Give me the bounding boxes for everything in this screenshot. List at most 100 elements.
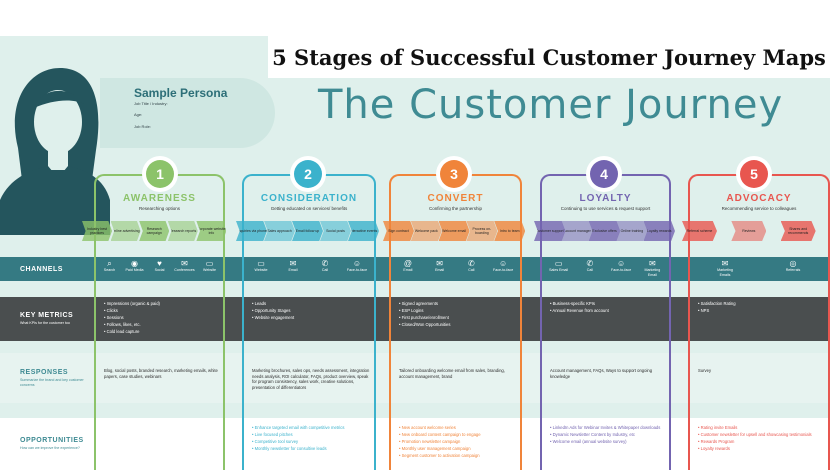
header-band [0, 0, 830, 36]
touchpoint-chevron: Exclusive offers [588, 221, 621, 241]
opportunity-item: • Monthly user management campaign [399, 446, 471, 451]
consideration-stage-title: CONSIDERATION [260, 193, 358, 204]
metric-item: • Closed/Won Opportunities [399, 322, 451, 327]
loyalty-stage-title: LOYALTY [579, 193, 632, 204]
channel-icon: ☺ [352, 259, 362, 268]
channel-icon: ✆ [586, 259, 594, 268]
channel-icon: ✉ [289, 259, 297, 268]
channel-item: ✉Marketing Emails [714, 259, 736, 278]
channel-icon: ◉ [131, 259, 138, 268]
channel-label: Email [403, 268, 413, 272]
touchpoint-chevron: Account manager [561, 221, 593, 241]
touchpoint-chevron: Loyalty rewards [643, 221, 675, 241]
channel-label: Conferences [174, 268, 195, 272]
channel-icon: ✆ [321, 259, 329, 268]
touchpoint-chevron: Interactive events [348, 221, 379, 241]
channel-icon: ✉ [436, 259, 443, 268]
channel-item: @Email [397, 259, 419, 273]
responses-row [0, 353, 830, 403]
touchpoint-chevron: Research campaign [139, 221, 170, 241]
channel-label: Sales Email [549, 268, 569, 272]
responses-title: RESPONSES [20, 369, 69, 376]
channel-item: ✉Email [429, 259, 451, 273]
opportunity-item: • New account welcome series [399, 425, 456, 430]
consideration-right-rule [374, 243, 376, 470]
channel-label: Marketing Emails [717, 268, 733, 277]
touchpoint-chevron: Process on-boarding [466, 221, 498, 241]
consideration-response-text: Marketing brochures, sales ops, needs as… [252, 368, 370, 390]
metric-item: • Annual Revenue from account [550, 308, 609, 313]
persona-job-title: Job Title / Industry: [134, 101, 168, 106]
metrics-subtitle: What KPIs for the customer too [20, 321, 70, 326]
touchpoint-chevron: Customer support [534, 221, 566, 241]
opportunity-item: • Customer newsletter for upsell and sho… [698, 432, 812, 437]
opportunity-item: • Live focused pitches [252, 432, 293, 437]
channel-icon: ◎ [789, 259, 797, 268]
channel-label: Referrals [785, 268, 801, 272]
channel-icon: ♥ [157, 259, 162, 268]
advocacy-metrics-list: • Satisfaction Rating • NPS [698, 300, 826, 314]
channel-label: Email [288, 268, 298, 272]
channel-item: ✉Marketing Email [641, 259, 663, 278]
convert-response-text: Tailored onboarding welcome email from s… [399, 368, 505, 379]
channel-label: Paid Media [125, 268, 144, 272]
channel-label: Call [468, 268, 475, 272]
awareness-metrics-list: • Impressions (organic & paid)• Clicks• … [104, 300, 221, 335]
metric-item: • Sessions [104, 315, 124, 320]
touchpoint-chevron: Online training [616, 221, 648, 241]
awareness-response-text: Blog, social posts, branded research, ma… [104, 368, 218, 379]
touchpoint-chevron: Enquiries via phone [236, 221, 267, 241]
channel-item: ◉Paid Media [124, 259, 146, 273]
loyalty-left-rule [540, 243, 542, 470]
consideration-metrics-list: • Leads• Opportunity Stages• Website eng… [252, 300, 372, 321]
opportunity-item: • Monthly newsletter for consultive lead… [252, 446, 327, 451]
channel-label: Website [203, 268, 216, 272]
persona-card [100, 78, 275, 148]
loyalty-stage-subtitle: Continuing to use services & request sup… [560, 206, 651, 211]
opportunities-subtitle: How can we improve the experience? [20, 446, 80, 451]
opportunity-item: • Rating invite Emails [698, 425, 738, 430]
loyalty-right-rule [669, 243, 671, 470]
journey-heading: The Customer Journey [318, 82, 784, 128]
convert-stage-number: 3 [440, 160, 468, 188]
advocacy-opportunities-list: • Rating invite Emails • Customer newslet… [698, 424, 826, 452]
channel-icon: ▭ [257, 259, 265, 268]
channel-icon: ☺ [617, 259, 626, 268]
persona-age: Age: [134, 112, 143, 117]
metric-item: • Business-specific KPIs [550, 301, 595, 306]
touchpoint-chevron: Sign contract [383, 221, 414, 241]
loyalty-opportunities-list: • LinkedIn Ads for Webinar Invites & Whi… [550, 424, 667, 445]
advocacy-stage-title: ADVOCACY [726, 193, 792, 204]
loyalty-metrics-list: • Business-specific KPIs • Annual Revenue… [550, 300, 667, 314]
channel-icon: @ [403, 259, 412, 268]
advocacy-left-rule [688, 243, 690, 470]
metrics-label: KEY METRICS What KPIs for the customer t… [0, 297, 94, 341]
channel-item: ✆Call [314, 259, 336, 273]
metric-item: • Satisfaction Rating [698, 301, 736, 306]
metric-item: • Clicks [104, 308, 118, 313]
channel-label: Search [103, 268, 116, 272]
channel-icon: ▭ [205, 259, 214, 268]
channel-item: ✉Conferences [174, 259, 196, 273]
convert-stage-title: CONVERT [427, 193, 484, 204]
channel-item: ✉Email [282, 259, 304, 273]
channels-label: CHANNELS [0, 257, 94, 281]
metric-item: • Opportunity Stages [252, 308, 291, 313]
touchpoint-chevron: Email follow up [292, 221, 323, 241]
channel-label: Face-to-face [493, 268, 514, 272]
metric-item: • NPS [698, 308, 710, 313]
metric-item: • Signed agreements [399, 301, 438, 306]
opportunity-item: • Segment customer to activation campaig… [399, 453, 480, 458]
channel-item: ◎Referrals [782, 259, 804, 273]
touchpoint-chevron: Shares and recommends [780, 221, 816, 241]
advocacy-stage-number: 5 [740, 160, 768, 188]
channel-label: Email [435, 268, 445, 272]
channel-label: Face-to-face [611, 268, 632, 272]
channel-label: Marketing Email [644, 268, 661, 277]
opportunities-label: OPPORTUNITIES How can we improve the exp… [0, 418, 94, 470]
channel-item: ✆Call [460, 259, 482, 273]
opportunity-item: • Enhance targeted email with competitiv… [252, 425, 345, 430]
page-title: 5 Stages of Successful Customer Journey … [268, 36, 830, 78]
channel-item: ♥Social [149, 259, 171, 273]
touchpoint-chevron: Corporate website info [196, 221, 227, 241]
